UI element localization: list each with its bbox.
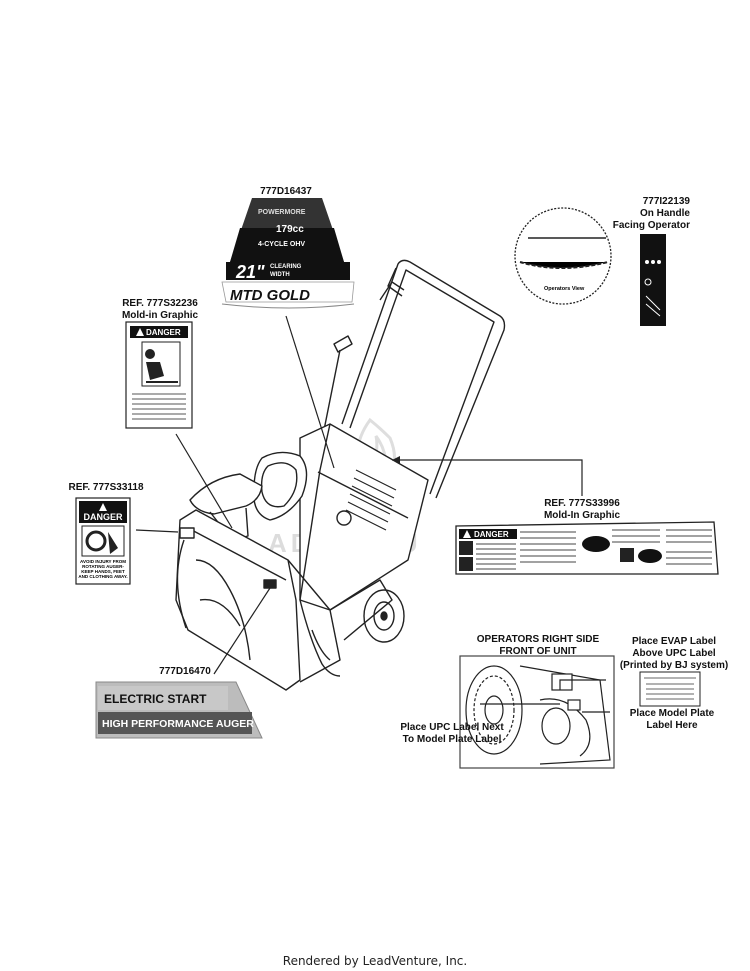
warning-triangle-icon (136, 328, 144, 336)
decal-electric-start: ELECTRIC START HIGH PERFORMANCE AUGER (95, 681, 263, 739)
mtd-gold-logo: MTD GOLD (230, 287, 310, 304)
operators-view-text: Operators View (544, 286, 585, 292)
clearing-width-text: 21" (235, 262, 265, 282)
handle-decal-part-number: 777I22139 (642, 196, 690, 207)
warning-triangle-icon (463, 530, 471, 538)
decal-danger-small: DANGER AVOID INJURY FROM ROTATING AUGER-… (75, 497, 131, 585)
right-ref-note: Mold-In Graphic (543, 510, 621, 521)
evap-line-3: (Printed by BJ system) (619, 660, 729, 671)
danger-header-left: DANGER (146, 328, 181, 337)
handle-note-1: On Handle (639, 208, 690, 219)
model-plate-line-1: Place Model Plate (629, 708, 715, 719)
evap-line-1: Place EVAP Label (631, 636, 717, 647)
electric-start-text: ELECTRIC START (104, 692, 207, 706)
width-label-text: WIDTH (270, 272, 290, 278)
decal-danger-left: DANGER (125, 321, 193, 429)
bottom-decal-part-number: 777D16470 (159, 666, 211, 677)
footer-credit: Rendered by LeadVenture, Inc. (282, 954, 468, 968)
leader-lines (135, 315, 583, 675)
right-ref: REF. 777S33996 (544, 498, 620, 509)
danger-header-right: DANGER (474, 530, 509, 539)
decal-danger-right: DANGER (455, 521, 719, 575)
handle-note-2: Facing Operator (612, 220, 690, 231)
evap-line-2: Above UPC Label (632, 648, 716, 659)
leader-arrow-icon (392, 456, 400, 464)
danger-small-line-1: AVOID INJURY FROM (80, 559, 126, 564)
danger-small-line-4: AND CLOTHING AWAY. (78, 574, 127, 579)
decal-engine-graphic: POWERMORE 179cc 4-CYCLE OHV 21" CLEARING… (221, 198, 355, 309)
left-ref-1: REF. 777S32236 (122, 298, 198, 309)
danger-small-line-2: ROTATING AUGER- (82, 564, 124, 569)
upc-line-1: Place UPC Label Next (400, 722, 504, 733)
left-ref-1-note: Mold-in Graphic (121, 310, 199, 321)
upc-line-2: To Model Plate Label (402, 734, 502, 745)
model-plate-line-2: Label Here (646, 720, 698, 731)
danger-header-small: DANGER (83, 512, 123, 522)
warning-triangle-icon (99, 503, 107, 511)
danger-small-line-3: KEEP HANDS, FEET (81, 569, 125, 574)
engine-type-text: 4-CYCLE OHV (258, 241, 305, 248)
decal-handle: Operators View (514, 207, 666, 326)
high-performance-auger-text: HIGH PERFORMANCE AUGER (102, 718, 254, 730)
brand-line-text: POWERMORE (258, 209, 306, 216)
top-decal-part-number: 777D16437 (260, 186, 312, 197)
inset-operators-side (459, 655, 615, 769)
evap-label-sample (639, 671, 701, 707)
operators-side-line-1: OPERATORS RIGHT SIDE (476, 634, 600, 645)
clearing-label-text: CLEARING (270, 264, 302, 270)
left-ref-2: REF. 777S33118 (68, 482, 144, 493)
snowblower-illustration (175, 259, 506, 691)
operators-side-line-2: FRONT OF UNIT (499, 646, 577, 657)
displacement-text: 179cc (276, 224, 304, 235)
